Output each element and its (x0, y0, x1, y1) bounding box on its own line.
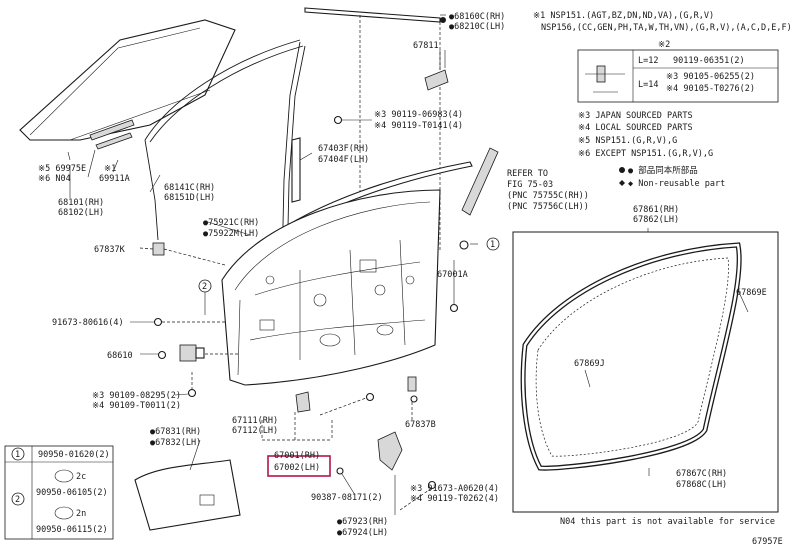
label-67861: 67861(RH) (633, 205, 679, 215)
table-dim-b: 2n (76, 509, 86, 519)
label-67111: 67111(RH) (232, 416, 278, 426)
refer-pnc2: (PNC 75756C(LH)) (507, 202, 589, 212)
table-row-2b: 90950-06115(2) (36, 525, 108, 535)
upper-moulding (304, 7, 446, 23)
label-68141c: 68141C(RH) (164, 183, 215, 193)
label-91673-80616: 91673-80616(4) (52, 318, 124, 328)
label-68101: 68101(RH) (58, 198, 104, 208)
label-67862: 67862(LH) (633, 215, 679, 225)
callout-table (4, 445, 114, 540)
label-75922m: ●75922M(LH) (203, 229, 259, 239)
legend-dot: ● 部品同本所部品 (628, 165, 698, 176)
label-67112: 67112(LH) (232, 426, 278, 436)
label-67837k: 67837K (94, 245, 126, 255)
door-weatherstrip (520, 242, 742, 471)
highlight-box-67002 (267, 455, 331, 477)
table-row-2a: 90950-06105(2) (36, 488, 108, 498)
label-68210c: ●68210C(LH) (449, 22, 505, 32)
label-67832: ●67832(LH) (150, 438, 201, 448)
clip-67837b (407, 376, 417, 392)
refer-to: REFER TO (507, 169, 548, 179)
legend-diamond-icon (619, 180, 625, 186)
label-67404f: 67404F(LH) (318, 155, 369, 165)
refer-fig: FIG 75-03 (507, 180, 553, 190)
part-labels: ●68160C(RH) ●68210C(LH) 67811 ※3 90119-0… (38, 12, 767, 538)
figure-number: 67957E (752, 537, 783, 547)
glass-trim-pieces (67, 119, 135, 161)
label-67923: ●67923(RH) (337, 517, 388, 527)
note-5: ※5 NSP151.(G,R,V),G (578, 136, 677, 146)
label-67924: ●67924(LH) (337, 528, 388, 538)
label-67002: 67002(LH) (274, 463, 320, 473)
label-67867c: 67867C(RH) (676, 469, 727, 479)
label-90119-t0141: ※4 90119-T0141(4) (374, 121, 463, 131)
legend-dot-icon (619, 167, 625, 173)
callout-text: 1 2 1 2 90950-01620(2) 2c 90950-06105(2)… (15, 240, 495, 535)
note-1-line1: ※1 NSP151.(AGT,BZ,DN,ND,VA),(G,R,V) (533, 11, 714, 21)
label-91673-a0620: ※3 91673-A0620(4) (410, 484, 499, 494)
note-2-l14: L=14 (638, 80, 658, 90)
table-dim-a: 2c (76, 472, 86, 482)
table-callout-2: 2 (15, 495, 20, 505)
lower-hinge (295, 391, 311, 413)
label-90119-06983: ※3 90119-06983(4) (374, 110, 463, 120)
label-67403f: 67403F(RH) (318, 144, 369, 154)
table-callout-1: 1 (15, 450, 20, 460)
bracket-67923 (377, 431, 403, 471)
label-67001a: 67001A (437, 270, 468, 280)
door-hinge-68610 (157, 344, 205, 362)
clip-67811 (424, 69, 449, 91)
glass-run-bracket (291, 137, 301, 203)
label-69911a-mark: ※1 (104, 164, 116, 174)
table-row-1: 90950-01620(2) (38, 450, 110, 460)
note-3: ※3 JAPAN SOURCED PARTS (578, 111, 693, 121)
leader-lines (69, 14, 478, 515)
label-90387: 90387-08171(2) (311, 493, 383, 503)
refer-pnc1: (PNC 75755C(RH)) (507, 191, 589, 201)
label-75921c: ●75921C(RH) (203, 218, 259, 228)
door-panel (221, 189, 441, 386)
note-2-l12-part: 90119-06351(2) (673, 56, 745, 66)
callout-markers (198, 237, 500, 293)
label-67869j: 67869J (574, 359, 605, 369)
n04-note: N04 this part is not available for servi… (560, 517, 775, 527)
callout-1: 1 (490, 240, 495, 250)
label-69975e: ※5 69975E (38, 164, 86, 174)
pillar-garnish (461, 147, 499, 216)
note-2-l14-part-b: ※4 90105-T0276(2) (666, 84, 755, 94)
label-68160c: ●68160C(RH) (449, 12, 505, 22)
label-n04: ※6 N04 (38, 174, 71, 184)
note-6: ※6 EXCEPT NSP151.(G,R,V),G (578, 149, 713, 159)
label-69911a: 69911A (99, 174, 130, 184)
note-2-l14-part-a: ※3 90105-06255(2) (666, 72, 755, 82)
label-90109-08295: ※3 90109-08295(2) (92, 391, 181, 401)
label-67811: 67811 (413, 41, 439, 51)
label-67868c: 67868C(LH) (676, 480, 727, 490)
door-frame-channel (144, 39, 306, 273)
footnotes: ※1 NSP151.(AGT,BZ,DN,ND,VA),(G,R,V) NSP1… (507, 11, 792, 547)
note-1-line2: NSP156,(CC,GEN,PH,TA,W,TH,VN),(G,R,V),(A… (541, 23, 792, 33)
legend-nonreuse: ◆ Non-reusable part (628, 179, 725, 189)
label-67869e: 67869E (736, 288, 767, 298)
clip-67837k (152, 242, 165, 256)
callout-2: 2 (202, 282, 207, 292)
label-68610: 68610 (107, 351, 133, 361)
service-hole-cover (134, 459, 241, 531)
label-68102: 68102(LH) (58, 208, 104, 218)
window-glass (19, 19, 236, 141)
note-2-l12: L=12 (638, 56, 658, 66)
label-67837b: 67837B (405, 420, 436, 430)
note-2-title: ※2 (658, 40, 670, 50)
clip-dimension-box (577, 49, 779, 103)
label-90119-t0262: ※4 90119-T0262(4) (410, 494, 499, 504)
label-67831: ●67831(RH) (150, 427, 201, 437)
label-67001: 67001(RH) (274, 451, 320, 461)
note-4: ※4 LOCAL SOURCED PARTS (578, 123, 693, 133)
label-90109-t0011: ※4 90109-T0011(2) (92, 401, 181, 411)
label-68151d: 68151D(LH) (164, 193, 215, 203)
